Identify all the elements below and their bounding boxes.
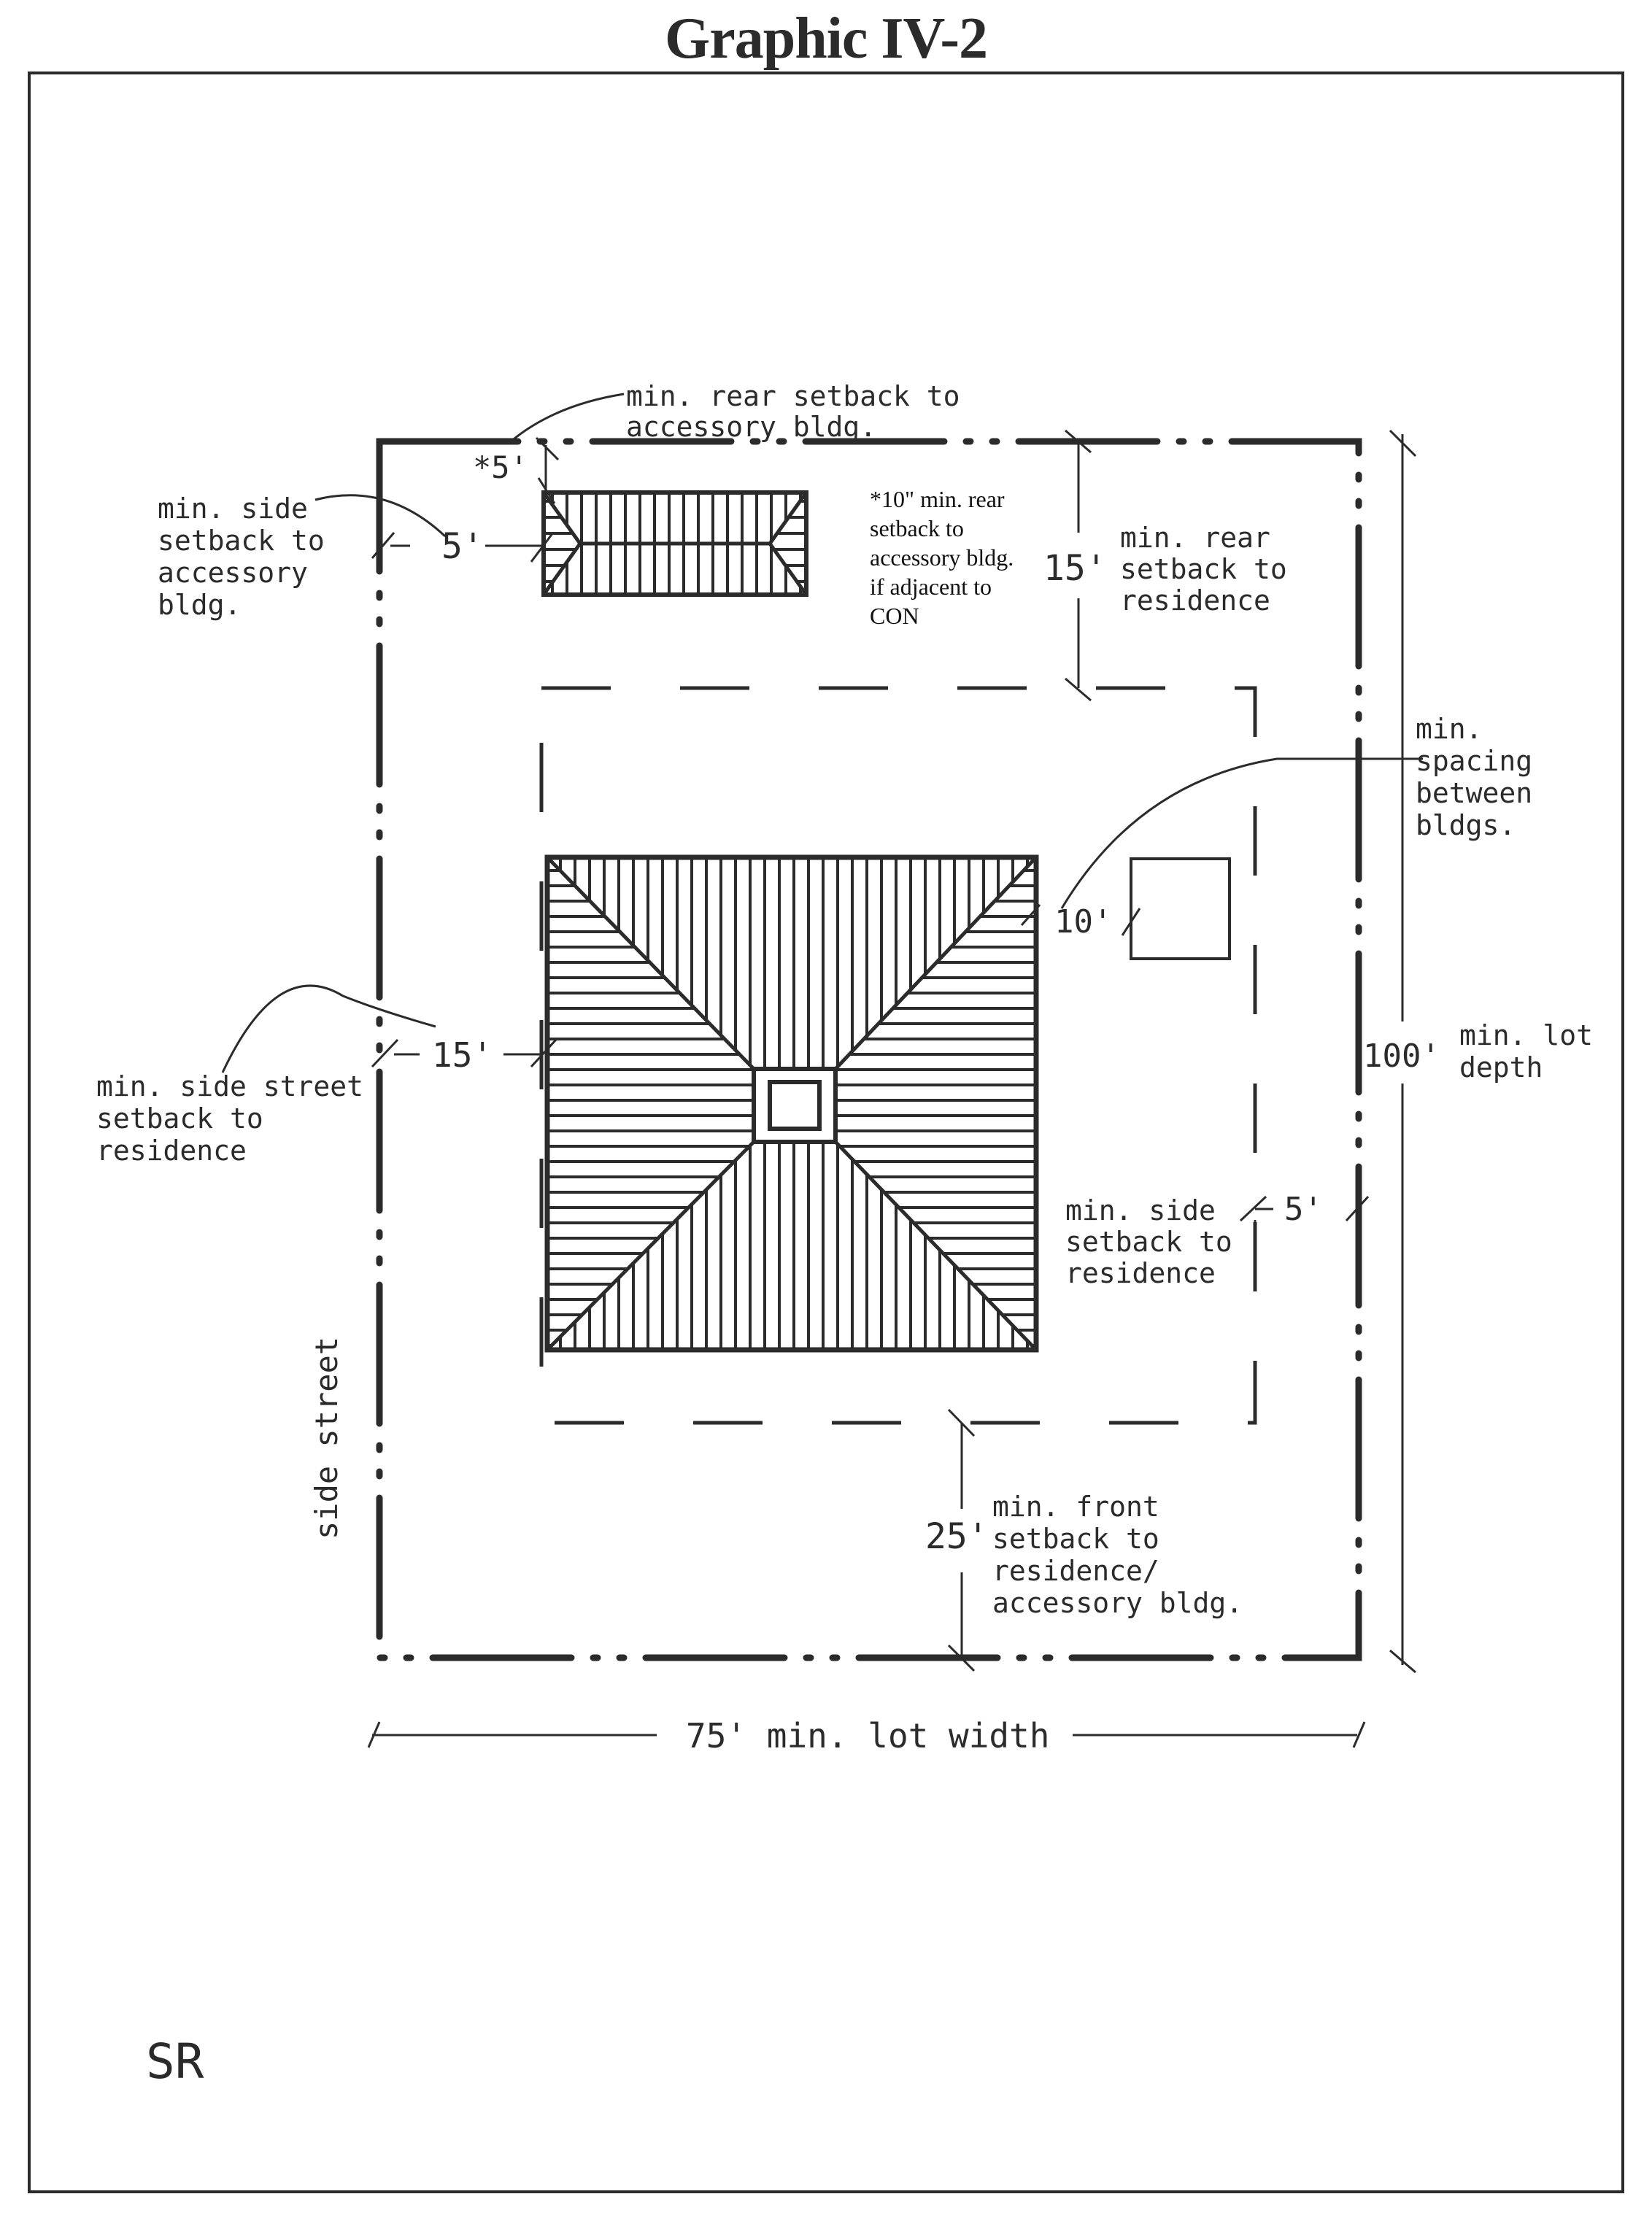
accessory-building-roof — [541, 490, 808, 597]
diagram-title: Graphic IV-2 — [664, 7, 988, 71]
label-lot-width: 75' min. lot width — [686, 1716, 1050, 1755]
value-rear-setback-residence: 15' — [1043, 548, 1107, 589]
roof-hip — [546, 1140, 755, 1351]
value-rear-setback-accessory: *5' — [473, 449, 528, 485]
roof-hip — [768, 542, 808, 596]
roof-hip — [834, 856, 1038, 1070]
accessory-structure — [1130, 857, 1231, 960]
leader-rear-setback-accessory — [510, 393, 625, 443]
leader-side-setback-accessory — [314, 494, 447, 538]
roof-hip — [541, 491, 582, 545]
residence-outline — [544, 854, 1039, 1353]
leader-side-street-setback — [221, 984, 436, 1073]
dimension-lines — [221, 393, 1423, 1748]
residence-roof — [544, 854, 1039, 1353]
roof-hip — [768, 491, 808, 545]
label-zoning-district: SR — [146, 2033, 204, 2090]
lot-boundary — [376, 438, 1362, 1661]
roof-hip — [546, 856, 755, 1070]
label-side-street: side street — [309, 1337, 344, 1540]
value-front-setback: 25' — [925, 1516, 989, 1557]
roof-hip — [834, 1140, 1038, 1351]
page-frame — [28, 72, 1624, 2193]
leader-spacing-between-bldgs — [1060, 757, 1423, 909]
value-lot-depth: 100' — [1363, 1038, 1440, 1075]
roof-hip — [541, 542, 582, 596]
value-side-street-setback: 15' — [432, 1035, 493, 1075]
value-side-setback-accessory: 5' — [441, 526, 484, 567]
value-spacing-between-bldgs: 10' — [1054, 903, 1112, 940]
accessory-outline — [541, 490, 808, 597]
value-side-setback-residence: 5' — [1284, 1191, 1323, 1228]
skylight — [768, 1080, 822, 1131]
